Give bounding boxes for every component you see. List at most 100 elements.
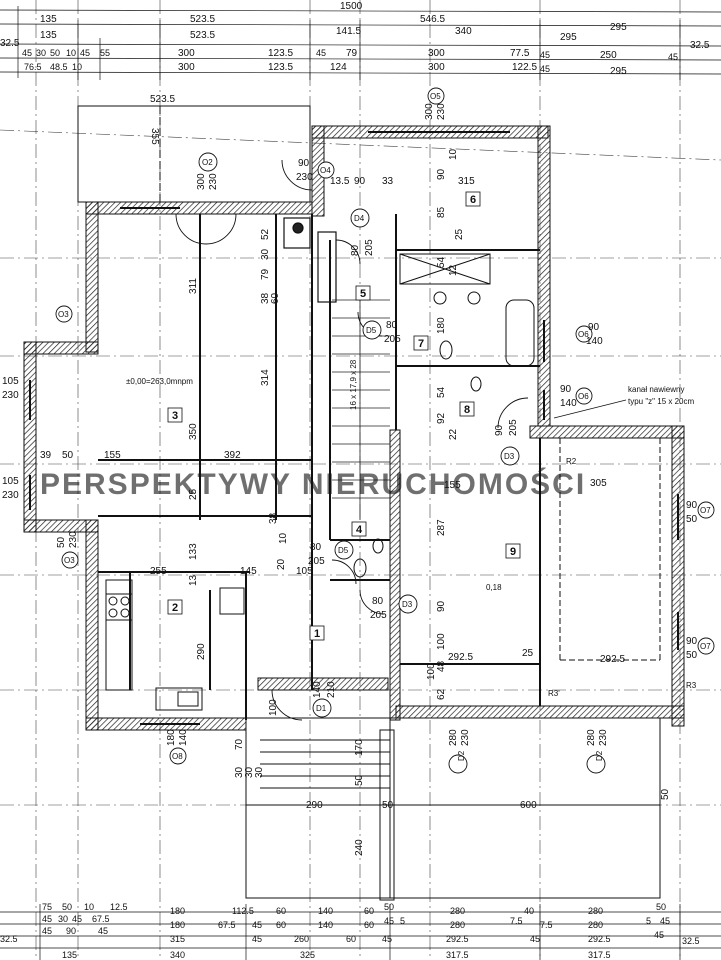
dim-label: 230 [208, 173, 219, 190]
opening-tag-labels: D1 D2 D2 D3 D3 D4 D5 D5 O2 O3 O3 O4 O5 O… [58, 92, 711, 761]
dim-bottom-r4: 317.5 [588, 950, 611, 960]
dim-label: 392 [224, 450, 241, 461]
dim-top-total: 1500 [340, 1, 363, 12]
room-number: 6 [470, 194, 476, 206]
dim-label: 240 [354, 839, 365, 856]
dim-label: 90 [298, 158, 310, 169]
window-tag: O8 [172, 752, 183, 761]
dim-bottom-r3: 45 [530, 934, 540, 944]
dim-label: 30 [260, 248, 271, 260]
window-tag: O5 [430, 92, 441, 101]
dim-label: 48 [436, 660, 447, 672]
dim-label: 50 [354, 774, 365, 786]
dim-label: 105 [2, 476, 19, 487]
dim-label: 10 [448, 148, 459, 160]
dim-bottom-r4: 135 [62, 950, 77, 960]
dim-label: 90 [494, 424, 505, 436]
dim-bottom-r1: 280 [450, 906, 465, 916]
dim-label: 280 [586, 729, 597, 746]
opening-tags [55, 87, 715, 774]
dim-bottom-r1: 60 [276, 906, 286, 916]
room-number: 2 [172, 602, 178, 614]
dim-top-r4: 48.5 [50, 62, 68, 72]
dim-top-r2: 141.5 [336, 26, 361, 37]
dim-label: 155 [444, 480, 461, 491]
dim-top-r4: 10 [72, 62, 82, 72]
dim-bottom-r3: 315 [170, 934, 185, 944]
dim-bottom-r1: 75 [42, 902, 52, 912]
dim-label: 230 [2, 390, 19, 401]
dim-label: 311 [188, 278, 199, 294]
top-dimension-labels: 1500 135 523.5 546.5 295 32.5 32.5 135 5… [0, 1, 710, 77]
dim-label: 140 [178, 729, 189, 746]
dim-bottom-r2: 280 [588, 920, 603, 930]
dim-label: 50 [686, 650, 698, 661]
dim-label: 145 [240, 566, 257, 577]
dim-top-r3: 300 [428, 48, 445, 59]
dim-label: 38 [268, 512, 279, 524]
window-tag: O3 [64, 556, 75, 565]
window-tag: O6 [578, 330, 589, 339]
stair-spec: 16 x 17,9 x 28 [349, 359, 358, 410]
dim-bottom-r2: 280 [450, 920, 465, 930]
dim-label: 290 [196, 643, 207, 660]
dim-top-r3: 30 [36, 48, 46, 58]
dim-bottom-r2: 45 [252, 920, 262, 930]
windows [29, 131, 679, 725]
window-tag: O7 [700, 642, 711, 651]
dim-bottom-r2: 45 [660, 916, 670, 926]
dim-bottom-r4: 325 [300, 950, 315, 960]
dim-top-r1: 523.5 [190, 14, 215, 25]
room-number: 9 [510, 546, 516, 558]
dim-top-r3: 77.5 [510, 48, 530, 59]
dim-label: 280 [448, 729, 459, 746]
door-tag: D2 [457, 750, 466, 761]
room-numbers: 1 2 3 4 5 6 7 8 9 [167, 191, 521, 641]
dim-label: 205 [508, 419, 519, 436]
dim-label: 287 [436, 519, 447, 536]
dim-label: 50 [382, 800, 394, 811]
dim-label: 133 [188, 543, 199, 560]
level-mark: 0,18 [486, 583, 502, 592]
dim-bottom-r1: 40 [524, 906, 534, 916]
dim-bottom-r3: 45 [654, 930, 664, 940]
dim-label: 70 [234, 738, 245, 750]
dim-bottom-r2: 5 [646, 916, 651, 926]
annotation-label: R3' [548, 689, 560, 698]
inner-dimensions: 300 230 300 230 90 230 13.5 90 33 315 10… [2, 103, 698, 856]
dim-bottom-r4: 340 [170, 950, 185, 960]
top-dimension-chain [0, 6, 721, 80]
dim-bottom-r3: 292.5 [588, 934, 611, 944]
window-tag: O6 [578, 392, 589, 401]
dim-label: 20 [276, 558, 287, 570]
dim-top-r1: 295 [610, 22, 627, 33]
interior-walls [98, 214, 541, 720]
dim-label: 230 [2, 490, 19, 501]
dim-bottom-r2: 60 [276, 920, 286, 930]
dim-label: 90 [560, 384, 572, 395]
dim-bottom-r1: 140 [318, 906, 333, 916]
dim-top-r2: 523.5 [190, 30, 215, 41]
dim-label: 305 [590, 478, 607, 489]
dim-top-r4: 45 [540, 64, 550, 74]
door-tag: D3 [402, 600, 413, 609]
bottom-dimension-chain [0, 904, 721, 960]
dim-bottom-r3: 45 [98, 926, 108, 936]
bottom-dimension-labels: 75 50 10 12.5 180 112.5 60 140 60 50 280… [0, 902, 700, 960]
dim-top-r2: 295 [560, 32, 577, 43]
dim-terrace-depth: 355 [149, 128, 160, 145]
dim-top-r4: 124 [330, 62, 347, 73]
dim-top-r1: 32.5 [0, 38, 20, 49]
dim-label: 90 [686, 636, 698, 647]
dim-label: 25 [188, 488, 199, 500]
window-tag: O4 [320, 166, 331, 175]
dim-label: 180 [166, 729, 177, 746]
bathroom-fixtures [353, 253, 535, 578]
dim-top-r3: 55 [100, 48, 110, 58]
dim-top-r1: 32.5 [690, 40, 710, 51]
dim-bottom-r3: 45 [382, 934, 392, 944]
dim-label: 54 [436, 256, 447, 268]
dim-label: 90 [354, 176, 366, 187]
dim-label: 90 [436, 600, 447, 612]
dim-top-r3: 250 [600, 50, 617, 61]
